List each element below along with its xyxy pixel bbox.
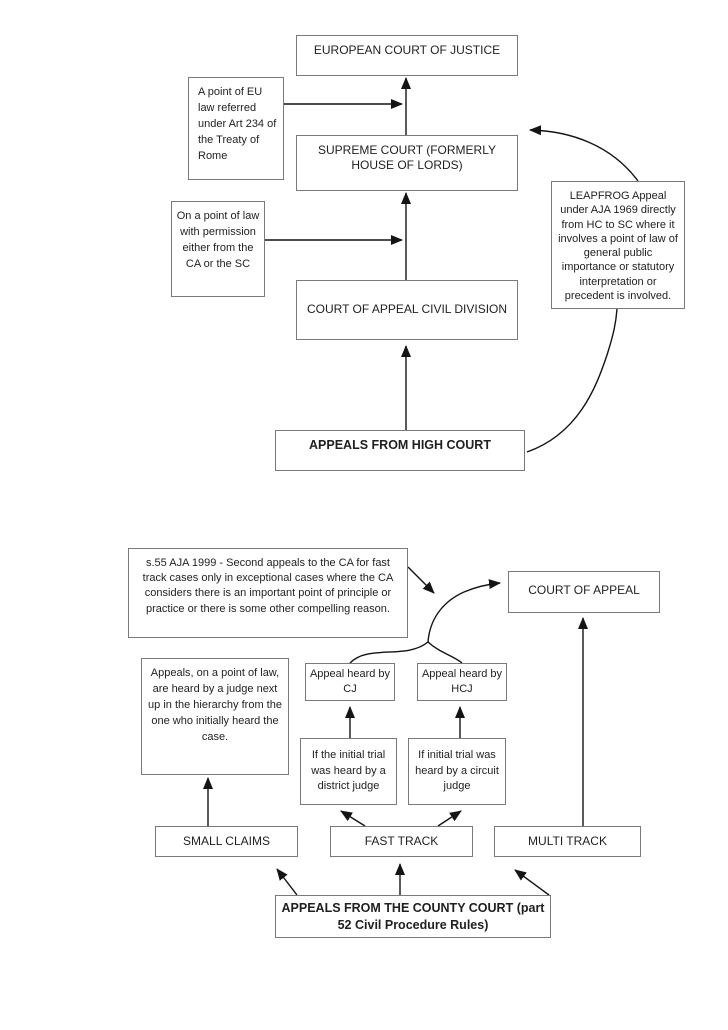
edge-hcj-curve [427,641,463,664]
node-leapfrog-note: LEAPFROG Appeal under AJA 1969 directly … [551,181,685,309]
edge-county-to-multi [514,869,550,896]
edge-county-to-small [276,868,298,896]
node-supreme-court: SUPREME COURT (FORMERLY HOUSE OF LORDS) [296,135,518,191]
node-initial-trial-district-judge: If the initial trial was heard by a dist… [300,738,397,805]
node-european-court-of-justice: EUROPEAN COURT OF JUSTICE [296,35,518,76]
node-appeal-heard-by-cj: Appeal heard by CJ [305,663,395,701]
node-fast-track: FAST TRACK [330,826,473,857]
edge-fast-to-circuit [437,810,462,827]
node-hierarchy-note: Appeals, on a point of law, are heard by… [141,658,289,775]
edge-s55-to-curve [407,566,435,594]
edge-curve-to-coa [427,579,501,643]
node-multi-track: MULTI TRACK [494,826,641,857]
node-court-of-appeal: COURT OF APPEAL [508,571,660,613]
edge-leapfrog-to-sc [529,125,639,182]
node-appeals-from-county-court: APPEALS FROM THE COUNTY COURT (part 52 C… [275,895,551,938]
node-court-of-appeal-civil-division: COURT OF APPEAL CIVIL DIVISION [296,280,518,340]
node-small-claims: SMALL CLAIMS [155,826,298,857]
node-s55-note: s.55 AJA 1999 - Second appeals to the CA… [128,548,408,638]
edge-cj-curve [349,641,429,664]
edge-hc-to-leapfrog [526,308,618,453]
edge-fast-to-district [340,810,366,827]
node-appeal-heard-by-hcj: Appeal heard by HCJ [417,663,507,701]
node-eu-law-note: A point of EU law referred under Art 234… [188,77,284,180]
node-initial-trial-circuit-judge: If initial trial was heard by a circuit … [408,738,506,805]
node-permission-note: On a point of law with permission either… [171,201,265,297]
node-appeals-from-high-court: APPEALS FROM HIGH COURT [275,430,525,471]
